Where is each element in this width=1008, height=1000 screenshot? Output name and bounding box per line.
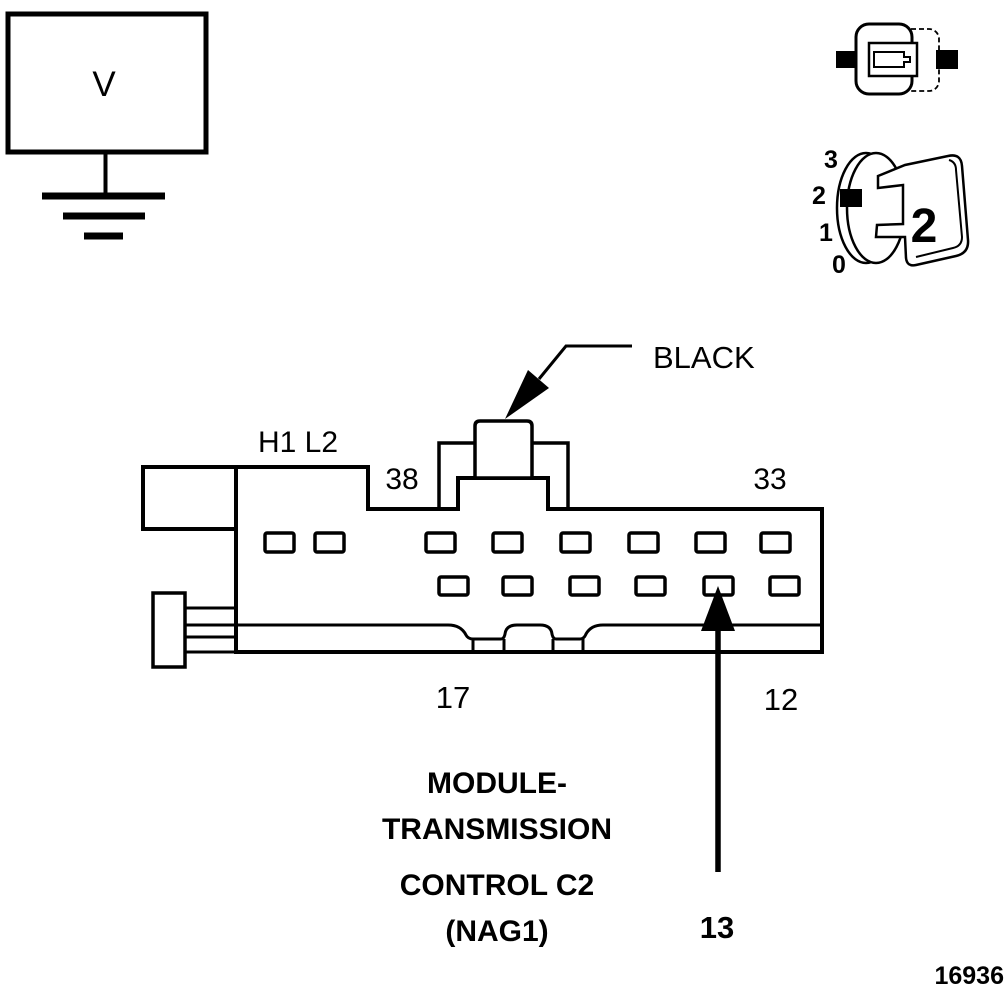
pin-cavity [263, 531, 296, 554]
pin-cavity [437, 575, 470, 597]
figure-number: 16936 [934, 962, 1004, 990]
terminal-probe-icon [836, 22, 958, 96]
module-name-line4: (NAG1) [445, 915, 548, 948]
cavity-label-17: 17 [436, 680, 470, 715]
ground-icon [42, 192, 165, 240]
callout-arrowhead-icon [505, 370, 549, 419]
dial-face-value: 2 [911, 200, 938, 253]
voltmeter-box [5, 11, 209, 155]
cavity-label-33: 33 [753, 463, 786, 496]
color-callout-leader [505, 344, 632, 419]
voltmeter-symbol: V [5, 11, 209, 240]
terminal-right-tab [936, 50, 958, 69]
lock-shoulder-left [437, 441, 474, 508]
cavity-label-12: 12 [764, 682, 798, 717]
cavity-label-13: 13 [700, 910, 734, 945]
dial-body [874, 154, 970, 267]
terminal-blade [873, 51, 911, 68]
cavity-label-h1-l2: H1 L2 [258, 426, 338, 459]
module-name-line3: CONTROL C2 [400, 869, 594, 902]
voltmeter-label: V [92, 65, 116, 104]
pin-cavity [634, 575, 667, 597]
connector-left-tab [141, 465, 238, 531]
dial-scale-2: 2 [812, 182, 826, 210]
pin-row-bottom [437, 575, 801, 597]
pin-cavity [313, 531, 346, 554]
dial-body-bevel [915, 159, 964, 258]
connector-lock-tab [473, 419, 534, 480]
dial-scale-0: 0 [832, 251, 846, 279]
color-callout-label: BLACK [653, 340, 755, 375]
connector-position-dial-icon: 3 2 1 0 2 [812, 146, 970, 279]
pin-13-pointer [701, 586, 735, 872]
pin-cavity [501, 575, 534, 597]
pin-cavity [768, 575, 801, 597]
pin-cavity [559, 531, 592, 554]
pin-13-arrowhead-icon [701, 586, 735, 631]
dial-scale-1: 1 [819, 219, 833, 247]
cavity-label-38: 38 [385, 463, 418, 496]
connector-key-tab [151, 591, 187, 669]
lock-shoulder-right [533, 441, 570, 508]
connector-drawing [141, 344, 824, 872]
module-name-line2: TRANSMISSION [382, 813, 612, 846]
dial-scale-3: 3 [824, 146, 838, 174]
dial-position-marker [840, 189, 862, 207]
pin-cavity [759, 531, 792, 554]
connector-body [234, 465, 824, 654]
pin-cavity [694, 531, 727, 554]
connector-bottom-rail [236, 623, 820, 641]
pin-cavity [627, 531, 660, 554]
terminal-left-tab [836, 51, 856, 68]
module-name-line1: MODULE- [427, 767, 567, 800]
pin-row-top [263, 531, 792, 554]
pin-cavity [568, 575, 601, 597]
module-name-caption: MODULE- TRANSMISSION CONTROL C2 (NAG1) [382, 767, 612, 948]
pin-cavity [424, 531, 457, 554]
pin-cavity [491, 531, 524, 554]
